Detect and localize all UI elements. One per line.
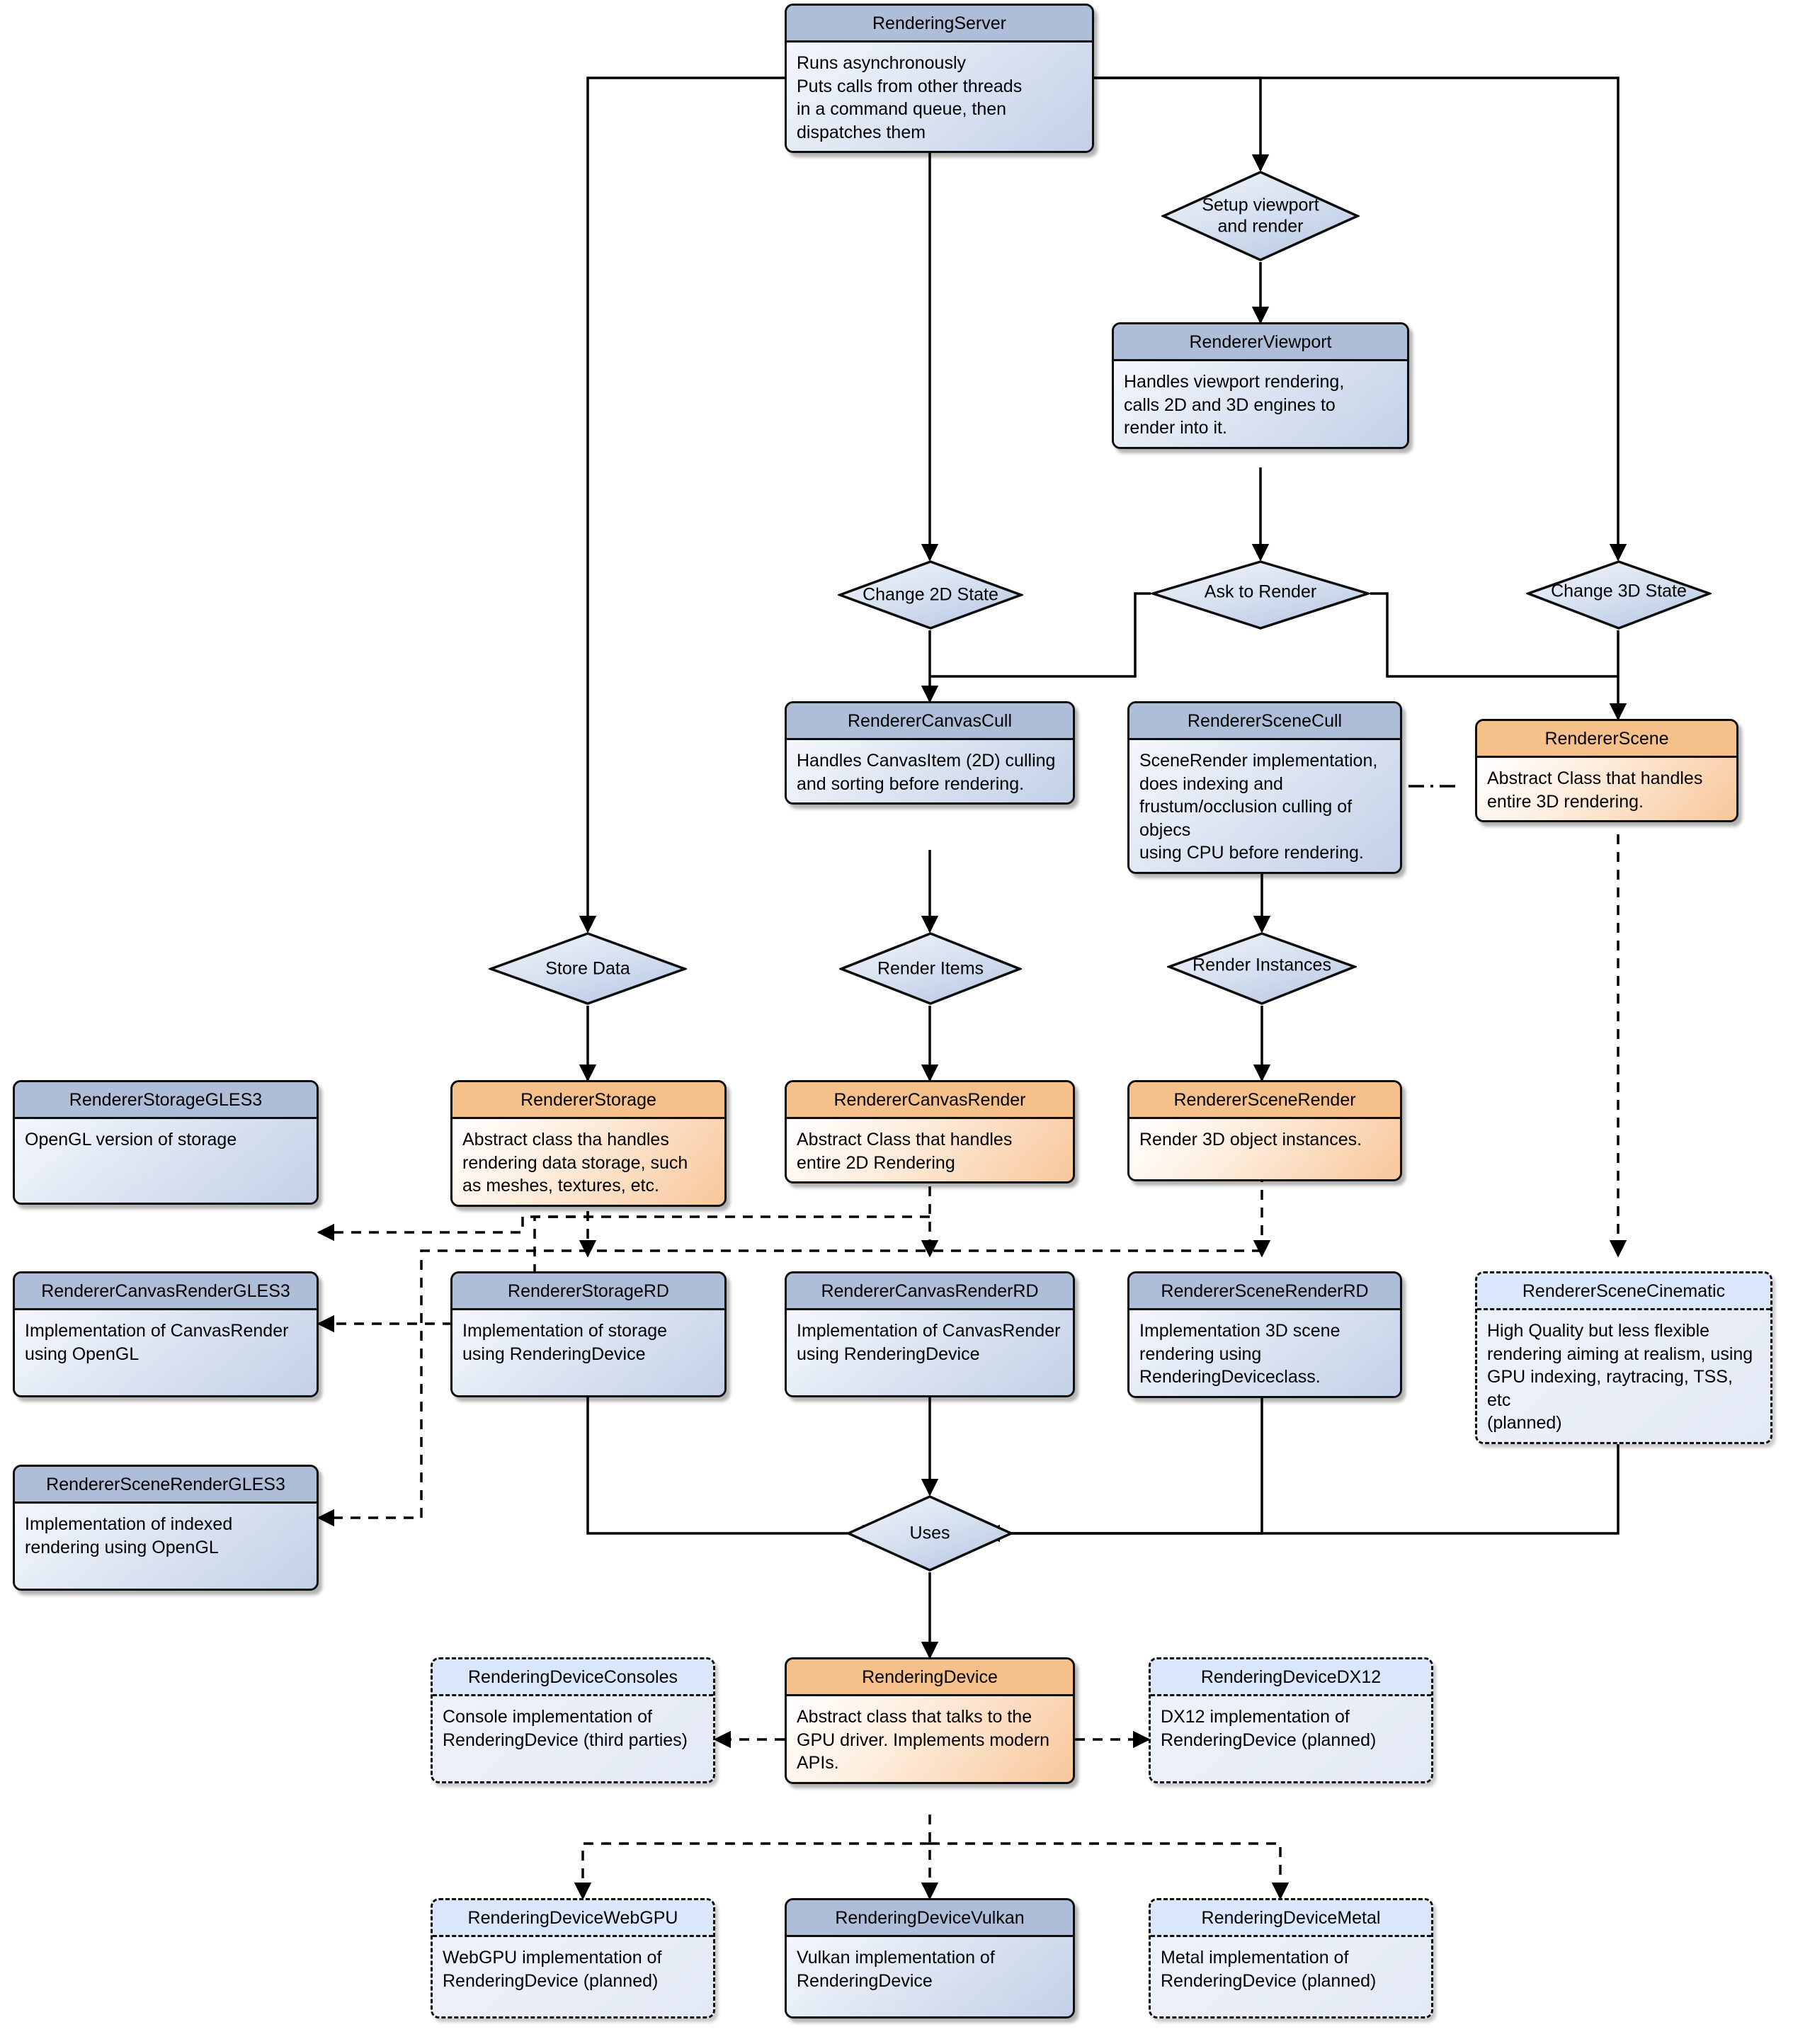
node-renderer-viewport[interactable]: RendererViewport Handles viewport render… — [1112, 322, 1409, 449]
node-body: Implementation of storage using Renderin… — [452, 1310, 724, 1396]
decision-uses[interactable]: Uses — [846, 1494, 1013, 1572]
node-title: RendererSceneRenderGLES3 — [15, 1467, 317, 1504]
node-body: Handles viewport rendering, calls 2D and… — [1114, 361, 1407, 447]
node-title: RendererCanvasRender — [787, 1082, 1073, 1120]
node-renderer-scene[interactable]: RendererScene Abstract Class that handle… — [1475, 719, 1738, 823]
node-body: Vulkan implementation of RenderingDevice — [787, 1937, 1073, 2017]
node-body: Metal implementation of RenderingDevice … — [1151, 1937, 1431, 2017]
node-title: RenderingServer — [787, 6, 1092, 43]
decision-ask-to-render[interactable]: Ask to Render — [1151, 560, 1370, 630]
decision-change-3d-state[interactable]: Change 3D State — [1526, 560, 1712, 630]
node-title: RenderingDevice — [787, 1659, 1073, 1697]
diamond-shape — [846, 1495, 1013, 1572]
node-body: Abstract class tha handles rendering dat… — [452, 1119, 724, 1205]
node-title: RendererCanvasRenderGLES3 — [15, 1273, 317, 1311]
node-renderer-scene-render-rd[interactable]: RendererSceneRenderRD Implementation 3D … — [1127, 1271, 1402, 1398]
node-title: RendererCanvasRenderRD — [787, 1273, 1073, 1311]
node-renderer-canvas-render-rd[interactable]: RendererCanvasRenderRD Implementation of… — [785, 1271, 1075, 1398]
decision-render-instances[interactable]: Render Instances — [1167, 931, 1357, 1006]
node-body: Abstract class that talks to the GPU dri… — [787, 1696, 1073, 1782]
diamond-shape — [1526, 560, 1712, 630]
node-title: RenderingDeviceMetal — [1151, 1900, 1431, 1938]
node-body: WebGPU implementation of RenderingDevice… — [433, 1937, 713, 2017]
node-title: RenderingDeviceVulkan — [787, 1900, 1073, 1938]
node-body: SceneRender implementation, does indexin… — [1129, 740, 1400, 872]
node-body: Console implementation of RenderingDevic… — [433, 1696, 713, 1782]
node-rendering-device-webgpu[interactable]: RenderingDeviceWebGPU WebGPU implementat… — [431, 1898, 715, 2019]
node-title: RenderingDeviceWebGPU — [433, 1900, 713, 1938]
diamond-shape — [1167, 932, 1357, 1005]
node-title: RendererSceneRenderRD — [1129, 1273, 1400, 1311]
diamond-shape — [838, 560, 1023, 630]
node-rendering-device-metal[interactable]: RenderingDeviceMetal Metal implementatio… — [1149, 1898, 1433, 2019]
node-renderer-storage-gles3[interactable]: RendererStorageGLES3 OpenGL version of s… — [13, 1080, 319, 1205]
node-renderer-scene-render[interactable]: RendererSceneRender Render 3D object ins… — [1127, 1080, 1402, 1182]
decision-change-2d-state[interactable]: Change 2D State — [838, 560, 1023, 630]
node-body: Implementation of CanvasRender using Ren… — [787, 1310, 1073, 1396]
node-rendering-device[interactable]: RenderingDevice Abstract class that talk… — [785, 1657, 1075, 1784]
node-body: High Quality but less flexible rendering… — [1477, 1310, 1770, 1442]
node-body: Implementation of indexed rendering usin… — [15, 1504, 317, 1589]
node-title: RenderingDeviceDX12 — [1151, 1659, 1431, 1697]
node-renderer-storage[interactable]: RendererStorage Abstract class tha handl… — [450, 1080, 727, 1207]
node-renderer-scene-render-gles3[interactable]: RendererSceneRenderGLES3 Implementation … — [13, 1465, 319, 1591]
node-body: Runs asynchronously Puts calls from othe… — [787, 42, 1092, 152]
node-body: Abstract Class that handles entire 2D Re… — [787, 1119, 1073, 1182]
node-title: RenderingDeviceConsoles — [433, 1659, 713, 1697]
node-body: Render 3D object instances. — [1129, 1119, 1400, 1180]
node-renderer-canvas-render[interactable]: RendererCanvasRender Abstract Class that… — [785, 1080, 1075, 1184]
node-renderer-storage-rd[interactable]: RendererStorageRD Implementation of stor… — [450, 1271, 727, 1398]
node-title: RendererCanvasCull — [787, 703, 1073, 741]
decision-render-items[interactable]: Render Items — [839, 931, 1022, 1006]
node-renderer-canvas-render-gles3[interactable]: RendererCanvasRenderGLES3 Implementation… — [13, 1271, 319, 1398]
node-body: Handles CanvasItem (2D) culling and sort… — [787, 740, 1073, 803]
node-body: DX12 implementation of RenderingDevice (… — [1151, 1696, 1431, 1782]
node-rendering-server[interactable]: RenderingServer Runs asynchronously Puts… — [785, 4, 1094, 154]
node-body: OpenGL version of storage — [15, 1119, 317, 1203]
node-title: RendererSceneRender — [1129, 1082, 1400, 1120]
node-rendering-device-dx12[interactable]: RenderingDeviceDX12 DX12 implementation … — [1149, 1657, 1433, 1784]
node-title: RendererStorageRD — [452, 1273, 724, 1311]
node-body: Implementation 3D scene rendering using … — [1129, 1310, 1400, 1396]
node-renderer-canvas-cull[interactable]: RendererCanvasCull Handles CanvasItem (2… — [785, 701, 1075, 805]
node-title: RendererSceneCull — [1129, 703, 1400, 741]
decision-setup-viewport-and-render[interactable]: Setup viewport and render — [1161, 170, 1360, 262]
diamond-shape — [839, 932, 1022, 1005]
diamond-shape — [1161, 171, 1360, 261]
node-body: Implementation of CanvasRender using Ope… — [15, 1310, 317, 1396]
diamond-shape — [1151, 560, 1370, 630]
node-body: Abstract Class that handles entire 3D re… — [1477, 758, 1736, 821]
node-title: RendererViewport — [1114, 324, 1407, 362]
node-rendering-device-consoles[interactable]: RenderingDeviceConsoles Console implemen… — [431, 1657, 715, 1784]
decision-store-data[interactable]: Store Data — [489, 931, 687, 1006]
diamond-shape — [489, 932, 687, 1005]
node-renderer-scene-cull[interactable]: RendererSceneCull SceneRender implementa… — [1127, 701, 1402, 874]
node-title: RendererStorage — [452, 1082, 724, 1120]
node-title: RendererScene — [1477, 721, 1736, 759]
node-title: RendererStorageGLES3 — [15, 1082, 317, 1120]
node-title: RendererSceneCinematic — [1477, 1273, 1770, 1311]
node-renderer-scene-cinematic[interactable]: RendererSceneCinematic High Quality but … — [1475, 1271, 1772, 1444]
node-rendering-device-vulkan[interactable]: RenderingDeviceVulkan Vulkan implementat… — [785, 1898, 1075, 2019]
